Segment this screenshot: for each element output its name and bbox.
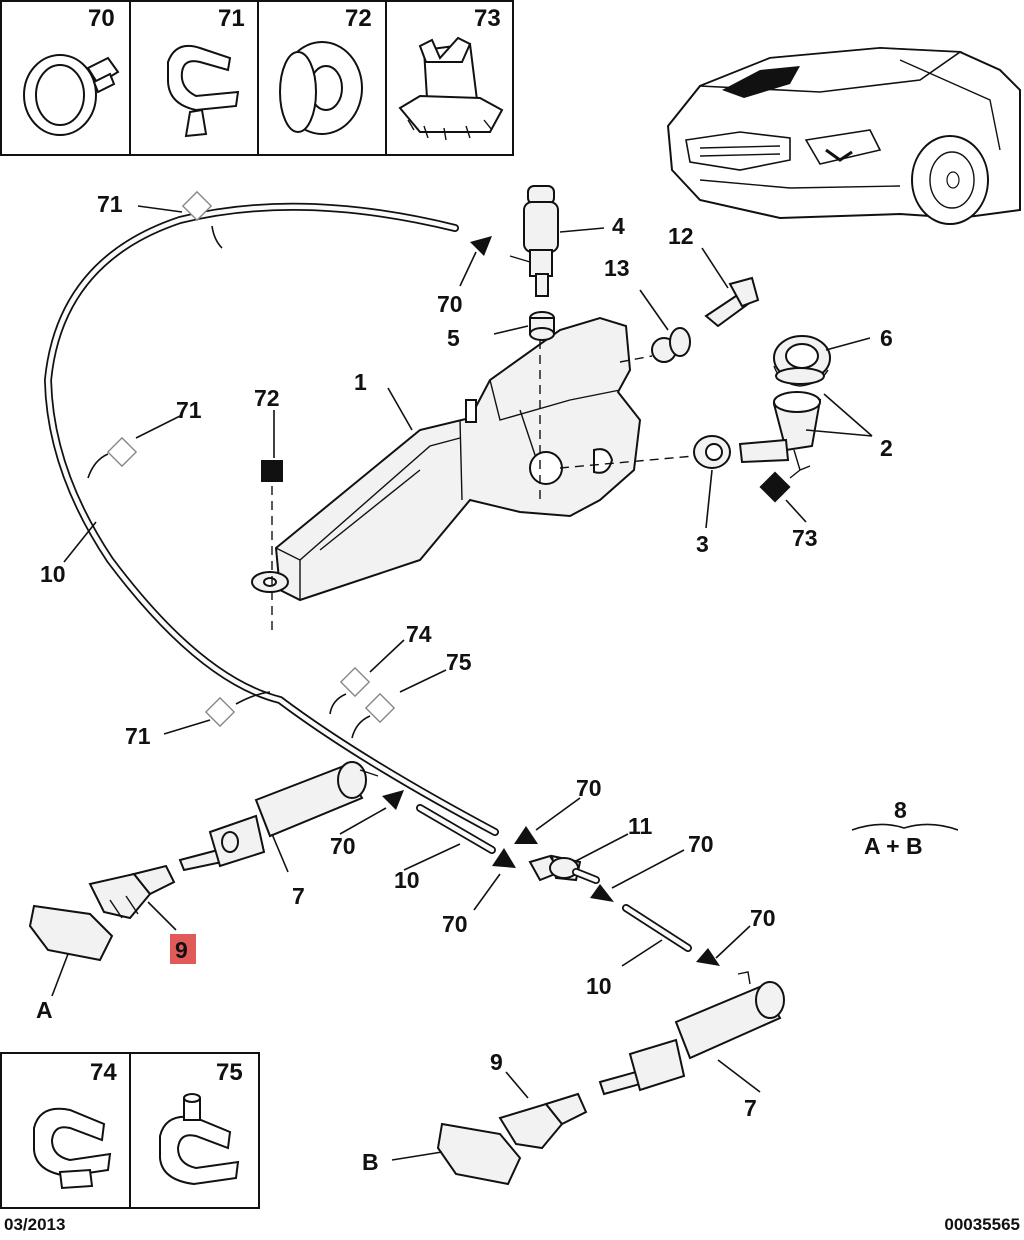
hose-clamp-ring-icon: [23, 54, 120, 136]
callout-6: 6: [880, 325, 893, 351]
callout-74: 74: [406, 621, 432, 647]
callout-70: 70: [688, 831, 714, 857]
callout-72: 72: [254, 385, 280, 411]
callout-71: 71: [176, 397, 202, 423]
pump-seal-icon: [398, 36, 504, 141]
washer-nozzle-right: [498, 1092, 588, 1150]
callout-70: 70: [437, 291, 463, 317]
inset-ref-72: 72: [345, 5, 372, 32]
callout-75: 75: [446, 649, 472, 675]
callout-8: 8: [894, 797, 907, 823]
callout-labels: 71 70 4 5 12 13 1 72 6 2 3 73 71 10 74 7…: [36, 191, 923, 1175]
grommet-icon: [279, 41, 363, 135]
callout-a: A: [36, 997, 53, 1023]
highlight-box: [170, 934, 196, 964]
lower-hoses: [416, 804, 692, 952]
leader-lines: [51, 205, 959, 1161]
callout-12: 12: [668, 223, 694, 249]
callout-5: 5: [447, 325, 460, 351]
level-sensor: [704, 276, 760, 328]
connector-tee: [528, 854, 600, 884]
hose-clip-icon: [167, 44, 240, 138]
inset-ref-75: 75: [216, 1059, 243, 1086]
vehicle-location-view: [666, 46, 1021, 225]
washer-reservoir: [251, 316, 642, 602]
pump-seal-marker: [759, 471, 791, 503]
inset-ref-71: 71: [218, 5, 245, 32]
callout-70: 70: [576, 775, 602, 801]
callout-9: 9: [490, 1049, 503, 1075]
callout-4: 4: [612, 213, 625, 239]
callout-71: 71: [97, 191, 123, 217]
sensor-grommet: [651, 327, 691, 363]
filler-cap: [773, 335, 831, 387]
inset-top: 70 71 72 73: [0, 0, 514, 156]
callout-9-highlighted: 9: [175, 937, 188, 963]
hose-clip-markers: [87, 190, 396, 739]
nozzle-cover-b: [436, 1122, 522, 1186]
washer-nozzle-left: [88, 864, 176, 920]
callout-73: 73: [792, 525, 818, 551]
footer-doc-number: 00035565: [944, 1215, 1020, 1234]
grommet-marker: [261, 460, 283, 482]
callout-1: 1: [354, 369, 367, 395]
callout-2: 2: [880, 435, 893, 461]
hose-clip-with-peg-icon: [159, 1093, 240, 1186]
inset-ref-70: 70: [88, 5, 115, 32]
main-washer-hose: [43, 202, 499, 836]
headlamp-washer-jet-pump-right: [598, 971, 785, 1096]
washer-pump: [509, 185, 559, 297]
callout-8-subtitle: A + B: [864, 833, 923, 859]
headlamp-washer-jet-pump-left: [178, 761, 379, 872]
callout-b: B: [362, 1149, 379, 1175]
callout-7: 7: [292, 883, 305, 909]
filler-neck: [738, 391, 822, 479]
callout-13: 13: [604, 255, 630, 281]
clamp-markers: [382, 236, 720, 966]
callout-10: 10: [586, 973, 612, 999]
callout-7: 7: [744, 1095, 757, 1121]
pump-seal: [529, 311, 555, 341]
callout-71: 71: [125, 723, 151, 749]
callout-10: 10: [394, 867, 420, 893]
callout-3: 3: [696, 531, 709, 557]
callout-70: 70: [442, 911, 468, 937]
callout-11: 11: [628, 813, 653, 839]
filler-neck-seal: [693, 435, 731, 469]
inset-ref-73: 73: [474, 5, 501, 32]
callout-70: 70: [330, 833, 356, 859]
inset-ref-74: 74: [90, 1059, 117, 1086]
assembly-lines: [271, 340, 695, 630]
callout-70: 70: [750, 905, 776, 931]
nozzle-cover-a: [28, 904, 114, 962]
hose-clip-icon: [33, 1107, 112, 1190]
inset-bottom: 74 75: [0, 1052, 260, 1209]
footer-date: 03/2013: [4, 1215, 65, 1234]
callout-10: 10: [40, 561, 66, 587]
